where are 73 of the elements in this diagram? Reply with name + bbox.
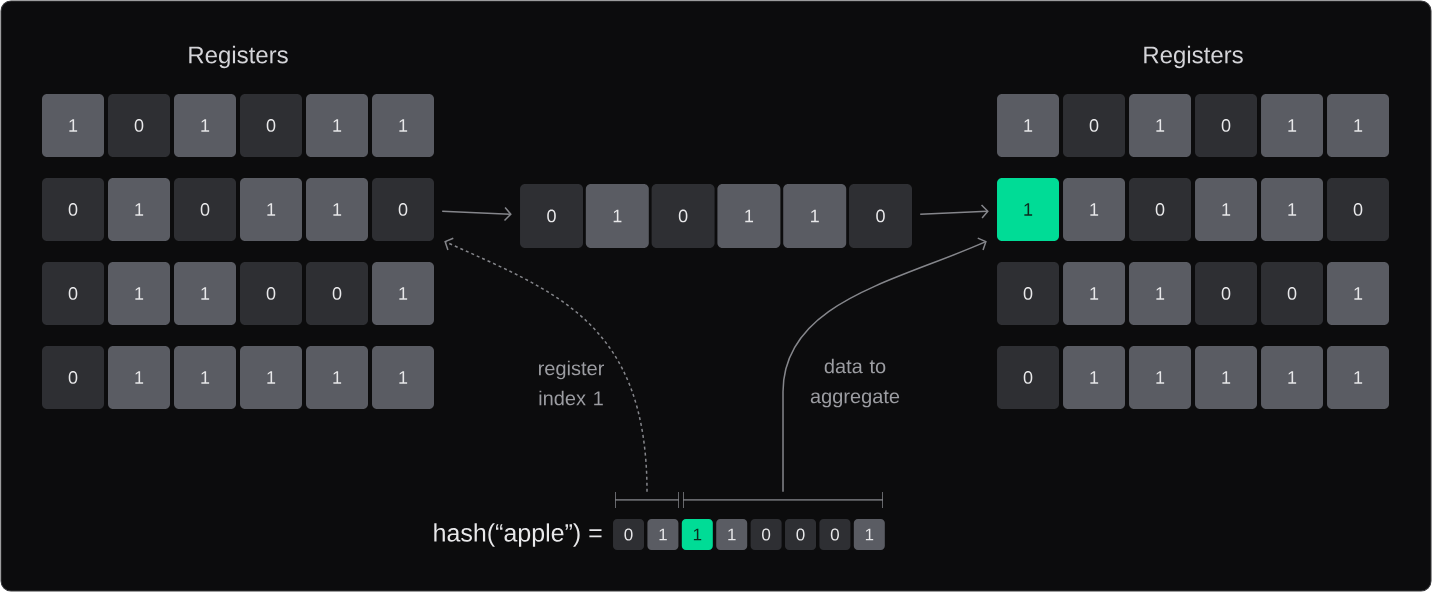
bit-cell: 1: [1063, 262, 1125, 325]
bit-cell: 0: [520, 184, 583, 248]
bit-cell: 1: [372, 262, 434, 325]
bit-cell: 1: [783, 184, 847, 248]
bit-cell: 1: [372, 94, 434, 157]
bit-cell: 0: [1063, 94, 1125, 157]
bit-cell: 0: [108, 94, 170, 157]
bit-cell: 0: [240, 262, 302, 325]
arrow: [919, 204, 989, 219]
bit-cell: 1: [853, 519, 885, 550]
bit-cell: 1: [42, 94, 104, 157]
bit-cell: 1: [1327, 346, 1389, 409]
bit-cell: 1: [717, 184, 781, 248]
bit-cell: 1: [1261, 94, 1323, 157]
bit-cell: 1: [647, 519, 679, 550]
bit-cell: 1: [306, 178, 368, 241]
bit-cell: 1: [1129, 94, 1191, 157]
bit-cell: 0: [997, 262, 1059, 325]
bit-cell: 1: [1261, 346, 1323, 409]
bit-cell: 1: [1063, 178, 1125, 241]
register-title: Registers: [1144, 45, 1243, 69]
bit-cell: 1: [174, 346, 236, 409]
bit-cell: 1: [1195, 346, 1257, 409]
bit-cell: 1: [997, 94, 1059, 157]
bit-cell: 1: [174, 94, 236, 157]
bit-cell: 0: [613, 519, 644, 550]
bracket: [683, 492, 883, 508]
bit-cell: 1: [1327, 94, 1389, 157]
bit-cell: 1: [997, 178, 1059, 241]
bit-cell: 0: [306, 262, 368, 325]
bit-cell: 1: [1129, 346, 1191, 409]
bit-cell: 1: [585, 184, 649, 248]
bit-cell: 1: [1261, 178, 1323, 241]
bit-cell: 0: [1195, 94, 1257, 157]
edge-label: data to aggregate: [810, 358, 900, 408]
bit-cell: 1: [1195, 178, 1257, 241]
register-title: Registers: [189, 45, 288, 69]
bit-cell: 1: [1129, 262, 1191, 325]
arrow: [444, 237, 648, 493]
bit-cell: 1: [681, 519, 713, 550]
bit-cell: 0: [1129, 178, 1191, 241]
bit-cell: 1: [372, 346, 434, 409]
bit-cell: 0: [372, 178, 434, 241]
bit-cell: 1: [306, 94, 368, 157]
bit-cell: 0: [1195, 262, 1257, 325]
bit-cell: 0: [174, 178, 236, 241]
bit-cell: 1: [174, 262, 236, 325]
bit-cell: 1: [1063, 346, 1125, 409]
bit-cell: 0: [651, 184, 715, 248]
bit-cell: 0: [785, 519, 816, 550]
hash-label: hash(“apple”) =: [434, 523, 602, 547]
bit-cell: 0: [750, 519, 782, 550]
bit-cell: 1: [108, 346, 170, 409]
edge-label: register index 1: [539, 360, 604, 406]
bit-cell: 0: [42, 346, 104, 409]
bit-cell: 0: [42, 262, 104, 325]
bit-cell: 0: [819, 519, 851, 550]
bit-cell: 1: [108, 178, 170, 241]
bit-cell: 1: [306, 346, 368, 409]
bit-cell: 0: [849, 184, 912, 248]
bit-cell: 0: [1261, 262, 1323, 325]
bit-cell: 0: [997, 346, 1059, 409]
bit-cell: 1: [1327, 262, 1389, 325]
bit-cell: 0: [42, 178, 104, 241]
bit-cell: 1: [108, 262, 170, 325]
bit-cell: 1: [240, 346, 302, 409]
bit-cell: 0: [1327, 178, 1389, 241]
bit-cell: 0: [240, 94, 302, 157]
arrow: [782, 237, 987, 493]
arrow: [441, 206, 512, 222]
bracket: [615, 492, 679, 508]
bit-cell: 1: [240, 178, 302, 241]
bit-cell: 1: [716, 519, 748, 550]
